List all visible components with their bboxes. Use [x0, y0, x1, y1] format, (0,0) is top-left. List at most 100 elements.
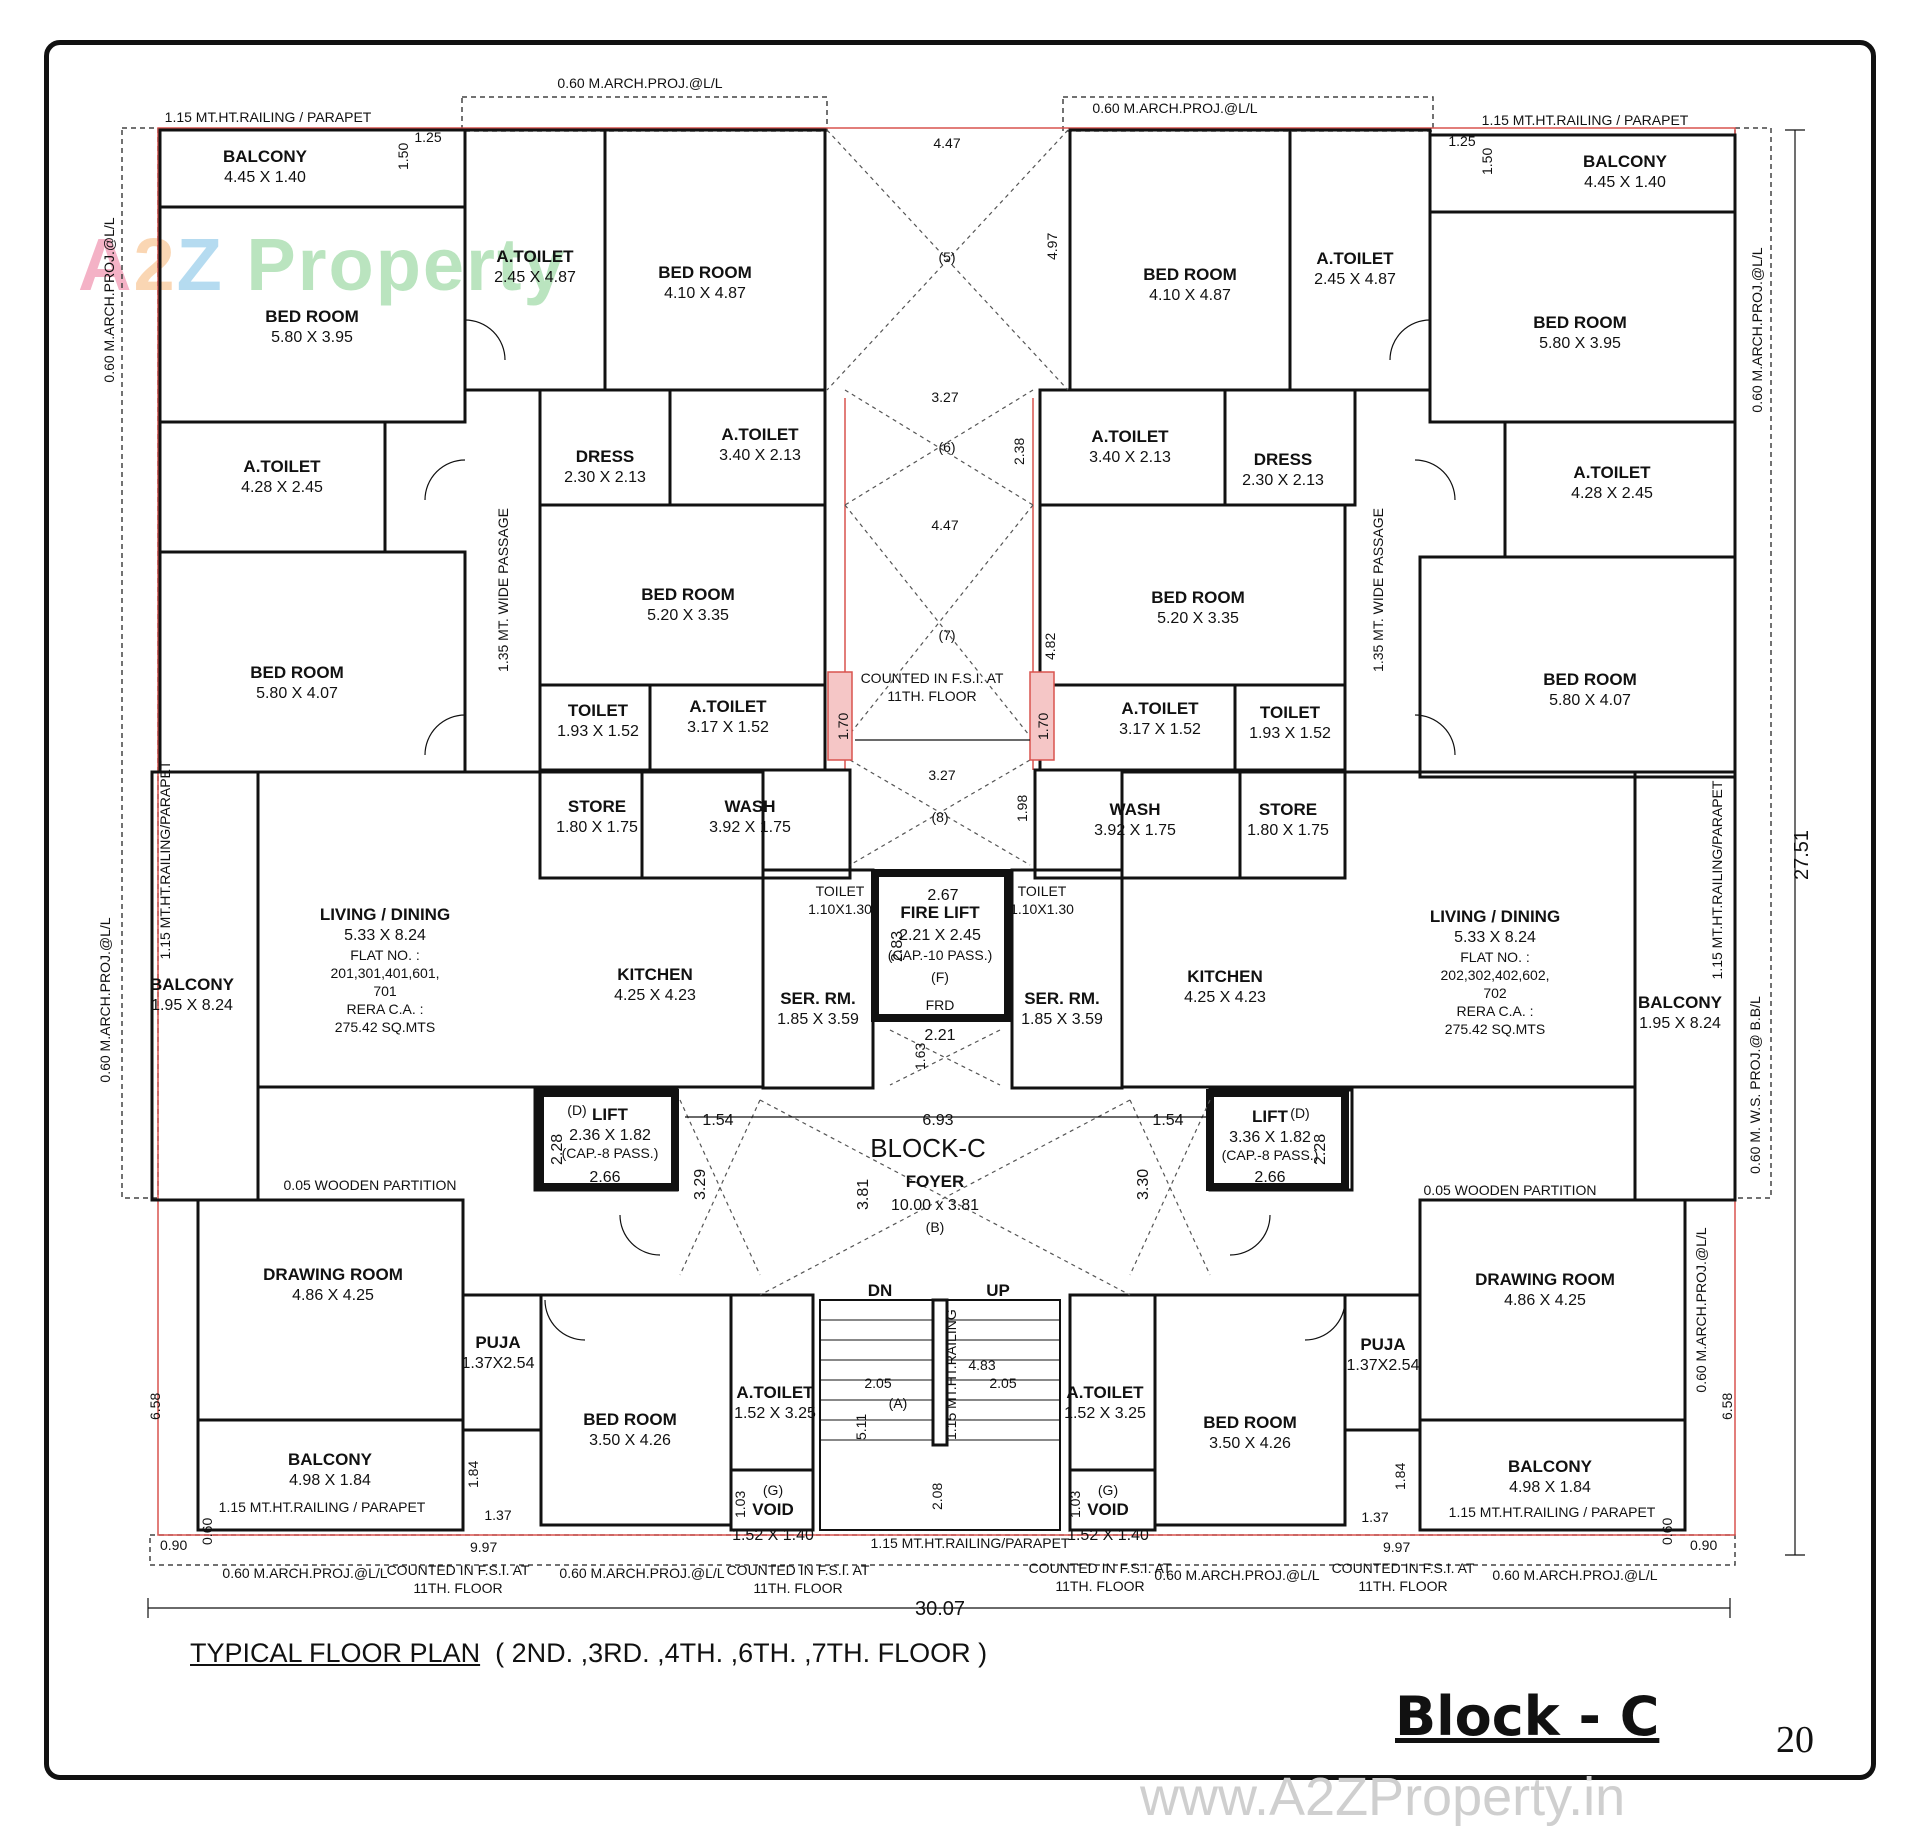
- dim-267: 2.67: [927, 887, 958, 904]
- void-ref-6: (6): [938, 439, 955, 455]
- left-flat-numbers: 201,301,401,601,: [331, 965, 440, 981]
- stair-up: UP: [986, 1281, 1010, 1300]
- right-dim-125: 1.25: [1448, 133, 1475, 149]
- right-atoilet2-size: 3.40 X 2.13: [1089, 449, 1171, 466]
- dim-090-right: 0.90: [1690, 1537, 1717, 1553]
- right-balcony-top: BALCONY: [1583, 152, 1668, 171]
- dim-205-right: 2.05: [989, 1375, 1016, 1391]
- right-atoilet3-size: 4.28 X 2.45: [1571, 485, 1653, 502]
- left-bed5: BED ROOM: [583, 1410, 677, 1429]
- left-bed3: BED ROOM: [641, 585, 735, 604]
- watermark-logo: A2Z Property: [78, 223, 567, 306]
- fire-lift-label: FIRE LIFT: [900, 903, 980, 922]
- void-hatching: [679, 129, 1211, 1296]
- right-dim-150: 1.50: [1479, 148, 1495, 175]
- left-balcony-bottom-size: 4.98 X 1.84: [289, 1472, 371, 1489]
- right-arch-bottom-2: 0.60 M.ARCH.PROJ.@L/L: [1492, 1567, 1657, 1583]
- dim-329: 3.29: [692, 1169, 709, 1200]
- left-store-size: 1.80 X 1.75: [556, 819, 638, 836]
- right-lift-size: 3.36 X 1.82: [1229, 1129, 1311, 1146]
- left-drawing-size: 4.86 X 4.25: [292, 1287, 374, 1304]
- right-bed1-size: 4.10 X 4.87: [1149, 287, 1231, 304]
- plan-title: TYPICAL FLOOR PLAN ( 2ND. ,3RD. ,4TH. ,6…: [190, 1638, 988, 1668]
- left-bed2-size: 5.80 X 3.95: [271, 329, 353, 346]
- block-title: Block - C: [1395, 1685, 1660, 1748]
- door-swings: [424, 319, 1456, 1341]
- left-ser-room: SER. RM.: [780, 989, 856, 1008]
- left-kitchen: KITCHEN: [617, 965, 693, 984]
- left-railing-bottom: 1.15 MT.HT.RAILING / PARAPET: [219, 1499, 426, 1515]
- left-atoilet5-size: 1.52 X 3.25: [734, 1405, 816, 1422]
- right-store-size: 1.80 X 1.75: [1247, 822, 1329, 839]
- right-bed5: BED ROOM: [1203, 1413, 1297, 1432]
- dim-208: 2.08: [929, 1483, 945, 1510]
- right-wash-size: 3.92 X 1.75: [1094, 822, 1176, 839]
- right-lift-dim-266: 2.66: [1254, 1169, 1285, 1186]
- right-kitchen-size: 4.25 X 4.23: [1184, 989, 1266, 1006]
- dim-238: 2.38: [1011, 438, 1027, 465]
- dim-327-top: 3.27: [931, 389, 958, 405]
- left-lift-ref: (D): [567, 1102, 586, 1118]
- left-bed4: BED ROOM: [250, 663, 344, 682]
- left-rera-label: RERA C.A. :: [346, 1001, 423, 1017]
- right-railing-top: 1.15 MT.HT.RAILING / PARAPET: [1482, 112, 1689, 128]
- fire-lift-size: 2.21 X 2.45: [899, 927, 981, 944]
- right-wooden-partition: 0.05 WOODEN PARTITION: [1424, 1182, 1597, 1198]
- left-void: VOID: [752, 1500, 794, 1519]
- right-kitchen: KITCHEN: [1187, 967, 1263, 986]
- right-dim-184: 1.84: [1392, 1463, 1408, 1490]
- right-lift-cap: (CAP.-8 PASS.): [1222, 1147, 1319, 1163]
- right-dress-size: 2.30 X 2.13: [1242, 472, 1324, 489]
- dim-154-right: 1.54: [1152, 1112, 1183, 1129]
- left-rera-area: 275.42 SQ.MTS: [335, 1019, 435, 1035]
- right-bed4: BED ROOM: [1543, 670, 1637, 689]
- left-atoilet4: A.TOILET: [689, 697, 767, 716]
- left-dim-125: 1.25: [414, 129, 441, 145]
- dim-658-left: 6.58: [147, 1393, 163, 1420]
- right-balcony-bottom-size: 4.98 X 1.84: [1509, 1479, 1591, 1496]
- left-arch-side-bottom: 0.60 M.ARCH.PROJ.@L/L: [97, 917, 113, 1082]
- right-puja-size: 1.37X2.54: [1347, 1357, 1420, 1374]
- block-label-center: BLOCK-C: [870, 1133, 986, 1163]
- left-bed4-size: 5.80 X 4.07: [256, 685, 338, 702]
- fsi-note-br2: COUNTED IN F.S.I. AT: [1332, 1560, 1475, 1576]
- right-balcony-side-size: 1.95 X 8.24: [1639, 1015, 1721, 1032]
- left-void-ref: (G): [763, 1482, 783, 1498]
- left-toilet-size: 1.93 X 1.52: [557, 723, 639, 740]
- left-lift-size: 2.36 X 1.82: [569, 1127, 651, 1144]
- left-balcony-top: BALCONY: [223, 147, 308, 166]
- right-arch-bottom-1: 0.60 M.ARCH.PROJ.@L/L: [1154, 1567, 1319, 1583]
- left-wash-size: 3.92 X 1.75: [709, 819, 791, 836]
- right-flat-numbers-2: 702: [1483, 985, 1507, 1001]
- fire-lift-capacity: (CAP.-10 PASS.): [888, 947, 993, 963]
- right-atoilet4-size: 3.17 X 1.52: [1119, 721, 1201, 738]
- right-lift-dim-228: 2.28: [1312, 1134, 1329, 1165]
- right-atoilet2: A.TOILET: [1091, 427, 1169, 446]
- stair-dn: DN: [868, 1281, 893, 1300]
- left-arch-bottom-2: 0.60 M.ARCH.PROJ.@L/L: [559, 1565, 724, 1581]
- left-atoilet1: A.TOILET: [496, 247, 574, 266]
- right-void-ref: (G): [1098, 1482, 1118, 1498]
- right-void-size: 1.52 X 1.40: [1067, 1527, 1149, 1544]
- right-atoilet3: A.TOILET: [1573, 463, 1651, 482]
- left-atoilet3-size: 4.28 X 2.45: [241, 479, 323, 496]
- right-atoilet4: A.TOILET: [1121, 699, 1199, 718]
- right-rera-label: RERA C.A. :: [1456, 1003, 1533, 1019]
- right-bed1: BED ROOM: [1143, 265, 1237, 284]
- dim-154-left: 1.54: [702, 1112, 733, 1129]
- dimension-lines: [147, 129, 1805, 1618]
- stair-railing: 1.15 MT.HT.RAILING: [943, 1309, 959, 1440]
- left-lift-dim-228: 2.28: [549, 1134, 566, 1165]
- fsi-floor-br1: 11TH. FLOOR: [1055, 1578, 1144, 1594]
- left-dress: DRESS: [576, 447, 635, 466]
- right-atoilet1: A.TOILET: [1316, 249, 1394, 268]
- right-void: VOID: [1087, 1500, 1129, 1519]
- right-living: LIVING / DINING: [1430, 907, 1560, 926]
- left-passage: 1.35 MT. WIDE PASSAGE: [495, 508, 511, 672]
- right-bed5-size: 3.50 X 4.26: [1209, 1435, 1291, 1452]
- dim-447-top: 4.47: [933, 135, 960, 151]
- stair-railing-parapet: 1.15 MT.HT.RAILING/PARAPET: [871, 1535, 1070, 1551]
- right-bed4-size: 5.80 X 4.07: [1549, 692, 1631, 709]
- left-arch-side: 0.60 M.ARCH.PROJ.@L/L: [101, 217, 117, 382]
- left-kitchen-size: 4.25 X 4.23: [614, 987, 696, 1004]
